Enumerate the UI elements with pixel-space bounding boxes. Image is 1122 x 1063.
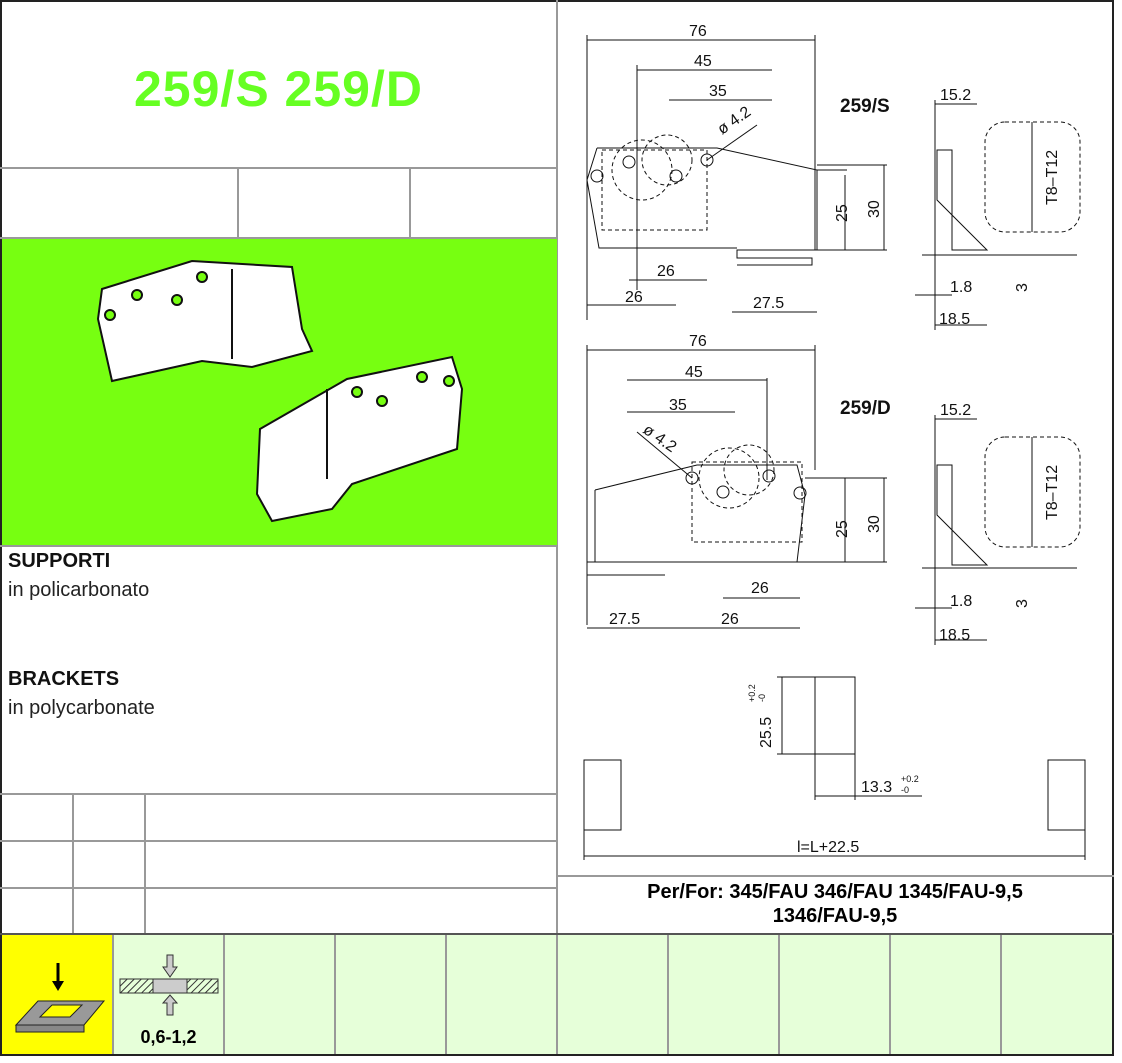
it-subtitle: in policarbonato xyxy=(8,579,150,601)
compat-line-1: Per/For: 345/FAU 346/FAU 1345/FAU-9,5 xyxy=(647,881,1023,903)
cutout-height-tol-dn: -0 xyxy=(757,694,767,702)
cutout-height: 25.5 xyxy=(758,717,775,748)
footer-cell xyxy=(336,935,447,1054)
dim-s-30: 30 xyxy=(866,200,883,218)
footer-cell xyxy=(225,935,336,1054)
dim-d-18: 1.8 xyxy=(950,593,972,610)
dim-s-tube: T8–T12 xyxy=(1044,150,1061,205)
dim-s-275: 27.5 xyxy=(753,295,784,312)
technical-drawing: 76 45 35 ø 4.2 259/S 25 30 26 26 27.5 15… xyxy=(583,23,1086,860)
footer-cell xyxy=(447,935,558,1054)
dim-d-3: 3 xyxy=(1014,599,1031,608)
cutout-length: l=L+22.5 xyxy=(797,839,859,856)
cutout-width-tol-dn: -0 xyxy=(901,785,909,795)
dim-d-76: 76 xyxy=(689,333,707,350)
footer-cell xyxy=(780,935,891,1054)
panel-thickness-cell: 0,6-1,2 xyxy=(114,935,225,1054)
footer-cell xyxy=(891,935,1002,1054)
dim-s-hole: ø 4.2 xyxy=(715,103,755,138)
dim-s-152: 15.2 xyxy=(940,87,971,104)
label-259d: 259/D xyxy=(840,398,891,419)
dim-s-76: 76 xyxy=(689,23,707,40)
panel-thickness-icon xyxy=(119,954,219,1016)
product-photo xyxy=(2,239,557,545)
footer-cell xyxy=(558,935,669,1054)
dim-s-35: 35 xyxy=(709,83,727,100)
dim-s-26a: 26 xyxy=(657,263,675,280)
dim-d-35: 35 xyxy=(669,397,687,414)
compatibility-text: Per/For: 345/FAU 346/FAU 1345/FAU-9,5 13… xyxy=(557,880,1113,928)
dim-d-25: 25 xyxy=(834,520,851,538)
dim-s-26b: 26 xyxy=(625,289,643,306)
dim-d-tube: T8–T12 xyxy=(1044,465,1061,520)
dim-s-45: 45 xyxy=(694,53,712,70)
en-heading: BRACKETS xyxy=(8,668,120,690)
en-subtitle: in polycarbonate xyxy=(8,697,155,719)
dim-d-275: 27.5 xyxy=(609,611,640,628)
label-259s: 259/S xyxy=(840,96,890,117)
footer-cell xyxy=(1002,935,1112,1054)
dim-d-26a: 26 xyxy=(751,580,769,597)
dim-d-152: 15.2 xyxy=(940,402,971,419)
cutout-height-tol-up: +0.2 xyxy=(747,684,757,702)
install-type-icon-cell xyxy=(2,935,114,1054)
cutout-width: 13.3 xyxy=(861,779,892,796)
dim-s-18: 1.8 xyxy=(950,279,972,296)
compat-line-2: 1346/FAU-9,5 xyxy=(772,905,898,927)
dim-d-185: 18.5 xyxy=(939,627,970,644)
dim-d-30: 30 xyxy=(866,515,883,533)
panel-thickness-label: 0,6-1,2 xyxy=(140,1027,197,1047)
dim-d-26b: 26 xyxy=(721,611,739,628)
panel-mount-icon xyxy=(14,963,106,1033)
dim-s-185: 18.5 xyxy=(939,311,970,328)
dim-s-3: 3 xyxy=(1014,283,1031,292)
footer-cell xyxy=(669,935,780,1054)
it-heading: SUPPORTI xyxy=(8,550,111,572)
dim-d-45: 45 xyxy=(685,364,703,381)
cutout-width-tol-up: +0.2 xyxy=(901,774,919,784)
product-title: 259/S 259/D xyxy=(134,61,423,117)
dim-s-25: 25 xyxy=(834,204,851,222)
